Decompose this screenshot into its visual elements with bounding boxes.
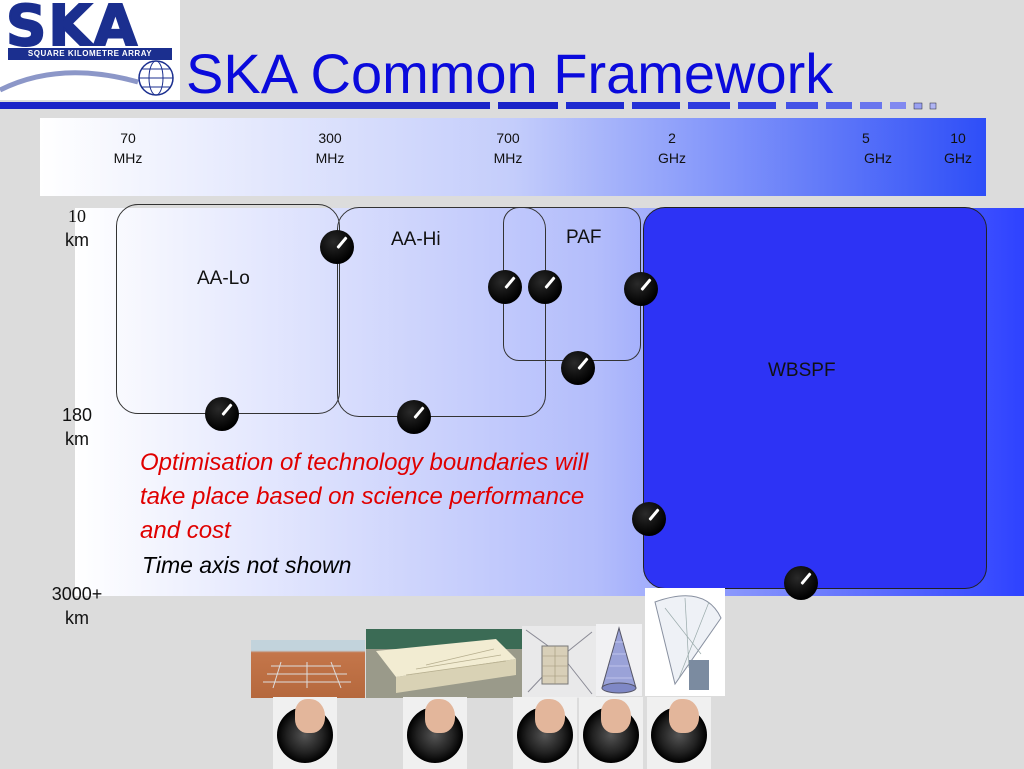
knob-icon (624, 272, 658, 306)
photo-feed-horn (596, 624, 642, 696)
distance-label-10: 10 km (65, 206, 89, 250)
knob-icon (320, 230, 354, 264)
region-wbspf (643, 207, 987, 589)
region-label-paf: PAF (566, 227, 602, 248)
photo-hand-knob (273, 697, 337, 769)
photo-hand-knob (647, 697, 711, 769)
logo-swoosh (0, 70, 139, 93)
knob-icon (488, 270, 522, 304)
region-label-aa-lo: AA-Lo (197, 268, 250, 289)
note-optimisation: Optimisation of technology boundaries wi… (140, 449, 589, 544)
region-aa-hi (337, 207, 546, 417)
knob-icon (632, 502, 666, 536)
photo-paf-feed (522, 626, 596, 698)
photo-hand-knob (403, 697, 467, 769)
ska-logo: SKA SQUARE KILOMETRE ARRAY (0, 0, 180, 100)
knob-icon (528, 270, 562, 304)
logo-subtitle: SQUARE KILOMETRE ARRAY (8, 48, 172, 60)
distance-label-3000: 3000+ km (51, 584, 103, 628)
note-time-axis: Time axis not shown (142, 552, 352, 578)
knob-icon (397, 400, 431, 434)
photo-aa-lo-field (251, 640, 365, 698)
photo-hand-knob (513, 697, 577, 769)
knob-icon (561, 351, 595, 385)
distance-label-180: 180 km (61, 405, 93, 449)
photo-dish (645, 588, 725, 696)
title-underline (0, 102, 937, 110)
photo-aa-hi-array (366, 629, 522, 698)
knob-icon (205, 397, 239, 431)
page-title: SKA Common Framework (186, 42, 834, 105)
knob-icon (784, 566, 818, 600)
globe-icon (138, 60, 174, 96)
region-label-aa-hi: AA-Hi (391, 229, 441, 250)
photo-hand-knob (579, 697, 643, 769)
region-aa-lo (116, 204, 340, 414)
region-label-wbspf: WBSPF (768, 360, 836, 381)
